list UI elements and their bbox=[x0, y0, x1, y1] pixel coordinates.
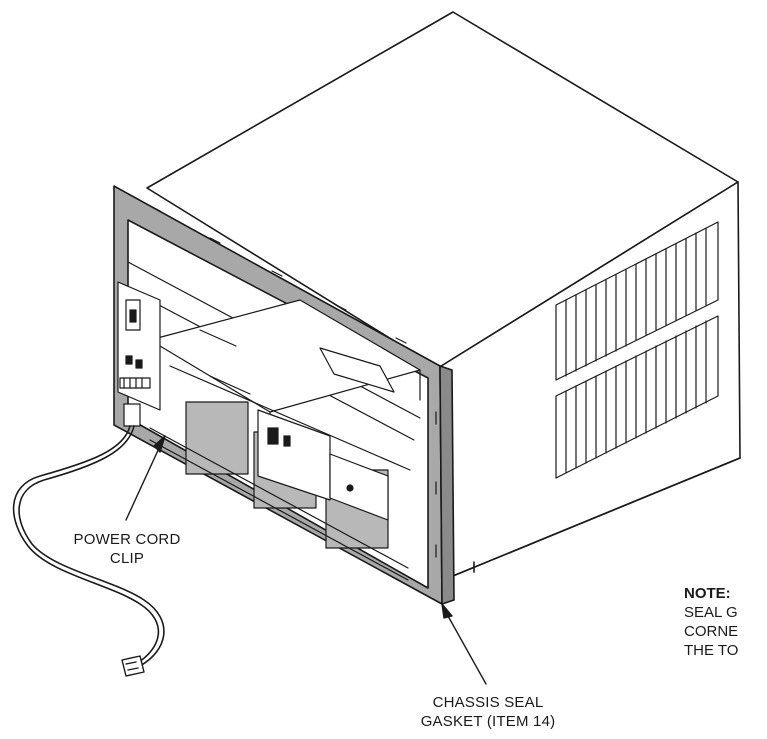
chassis-interior bbox=[127, 261, 421, 581]
power-cord bbox=[12, 425, 165, 667]
power-cord-clip-label-line2: CLIP bbox=[109, 550, 145, 567]
note-line-2: CORNE bbox=[684, 623, 739, 640]
chassis-seal-gasket-label-line2: GASKET (ITEM 14) bbox=[420, 713, 556, 730]
chassis-seal-gasket-label: CHASSIS SEAL GASKET (ITEM 14) bbox=[378, 693, 598, 731]
side-louvers-upper bbox=[555, 221, 719, 381]
note-block: NOTE: SEAL G CORNE THE TO bbox=[684, 584, 767, 660]
note-title: NOTE: bbox=[684, 585, 731, 602]
gasket-depth-strip bbox=[439, 365, 455, 605]
cabinet-bottom-edge bbox=[447, 457, 741, 579]
side-louvers-lower bbox=[555, 315, 719, 479]
note-line-3: THE TO bbox=[684, 642, 739, 659]
power-cord-clip-label: POWER CORD CLIP bbox=[42, 530, 212, 568]
callout-leader-chassis-seal bbox=[441, 603, 487, 685]
gasket-arrows bbox=[149, 205, 437, 558]
left-control-panel bbox=[117, 281, 161, 427]
power-cord-clip-label-line1: POWER CORD bbox=[73, 531, 181, 548]
plug-icon bbox=[121, 655, 145, 677]
chassis-seal-gasket-label-line1: CHASSIS SEAL bbox=[432, 694, 544, 711]
callout-leader-power-cord-clip bbox=[125, 435, 166, 521]
note-line-1: SEAL G bbox=[684, 604, 738, 621]
